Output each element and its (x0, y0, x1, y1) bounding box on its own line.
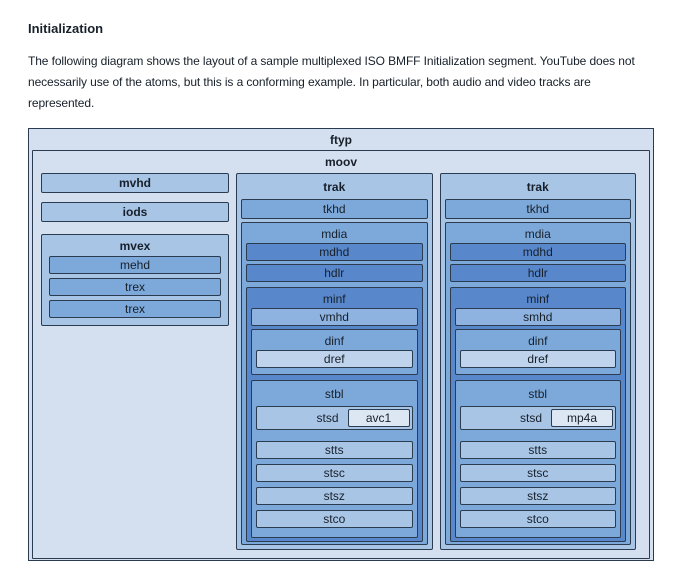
box-dinf-label: dinf (324, 334, 344, 348)
paragraph-line: necessarily use of the atoms, but this i… (28, 75, 591, 89)
moov-columns: mvhd iods mvex mehd trex trex trak tkhd … (33, 173, 649, 558)
box-tkhd: tkhd (444, 199, 631, 219)
box-mvhd: mvhd (41, 173, 229, 193)
box-stbl: stbl stsd avc1 stts stsc stsz stco (251, 380, 418, 538)
box-moov-label: moov (324, 155, 357, 169)
box-iods: iods (41, 202, 229, 222)
box-stsz: stsz (256, 487, 413, 505)
box-ftyp-label: ftyp (330, 133, 352, 147)
box-trak-video: trak tkhd mdia mdhd hdlr minf vmhd dinf … (236, 173, 433, 550)
box-minf-label: minf (526, 292, 550, 306)
box-stsd: stsd mp4a (459, 406, 616, 430)
box-hdlr: hdlr (449, 264, 626, 282)
box-mdhd: mdhd (449, 243, 626, 261)
box-mehd: mehd (49, 256, 221, 274)
box-stco: stco (459, 510, 616, 528)
box-tkhd: tkhd (241, 199, 428, 219)
box-minf: minf vmhd dinf dref stbl stsd avc1 (246, 287, 423, 542)
box-stsd-label: stsd (316, 411, 339, 425)
box-dinf: dinf dref (454, 329, 621, 375)
box-mdia-label: mdia (524, 227, 551, 241)
box-mdhd: mdhd (246, 243, 423, 261)
box-smhd: smhd (454, 308, 621, 326)
box-moov: moov mvhd iods mvex mehd trex trex trak (32, 150, 650, 559)
box-stsd: stsd avc1 (256, 406, 413, 430)
box-mdia: mdia mdhd hdlr minf smhd dinf dref stbl (444, 222, 631, 545)
box-minf-label: minf (322, 292, 346, 306)
box-vmhd: vmhd (251, 308, 418, 326)
box-stco: stco (256, 510, 413, 528)
box-mdia-label: mdia (321, 227, 348, 241)
box-mvex: mvex mehd trex trex (41, 234, 229, 326)
box-trak-label: trak (323, 180, 346, 194)
box-trex: trex (49, 278, 221, 296)
box-stts: stts (256, 441, 413, 459)
paragraph-line: represented. (28, 96, 95, 110)
box-dinf-label: dinf (528, 334, 548, 348)
box-trak-audio: trak tkhd mdia mdhd hdlr minf smhd dinf … (439, 173, 636, 550)
box-stts: stts (459, 441, 616, 459)
box-dref: dref (256, 350, 413, 368)
box-stsd-label: stsd (519, 411, 542, 425)
box-mdia: mdia mdhd hdlr minf vmhd dinf dref stbl (241, 222, 428, 545)
box-stsc: stsc (459, 464, 616, 482)
box-trak-label: trak (526, 180, 549, 194)
box-trex: trex (49, 300, 221, 318)
box-stbl-label: stbl (324, 387, 344, 401)
box-stbl: stbl stsd mp4a stts stsc stsz stco (454, 380, 621, 538)
moov-left-column: mvhd iods mvex mehd trex trex (41, 173, 229, 326)
box-mp4a: mp4a (551, 409, 613, 427)
box-mvex-label: mvex (119, 239, 151, 253)
box-stsz: stsz (459, 487, 616, 505)
box-stbl-label: stbl (528, 387, 548, 401)
box-avc1: avc1 (347, 409, 410, 427)
box-dinf: dinf dref (251, 329, 418, 375)
page-title: Initialization (28, 21, 104, 36)
box-stsc: stsc (256, 464, 413, 482)
intro-paragraph: The following diagram shows the layout o… (28, 51, 654, 114)
box-minf: minf smhd dinf dref stbl stsd mp4a (449, 287, 626, 542)
box-dref: dref (459, 350, 616, 368)
box-hdlr: hdlr (246, 264, 423, 282)
paragraph-line: The following diagram shows the layout o… (28, 54, 635, 68)
bmff-layout-diagram: ftyp moov mvhd iods mvex mehd trex trex (28, 128, 654, 561)
